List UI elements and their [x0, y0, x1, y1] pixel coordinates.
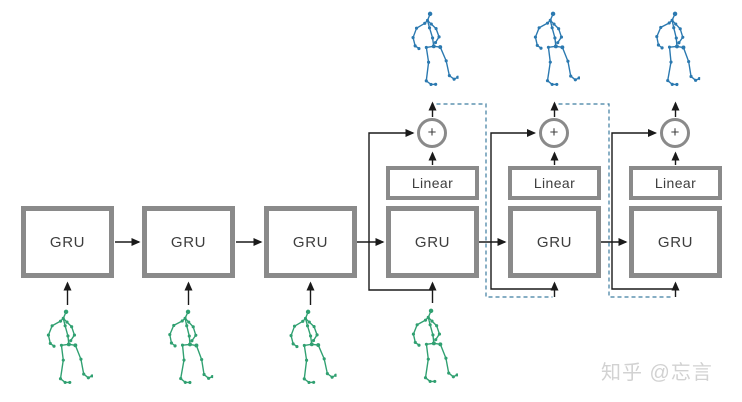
- feedback-connection-2: [558, 103, 674, 298]
- gru-label: GRU: [414, 233, 451, 251]
- encoder-gru-box-3: GRU: [264, 206, 357, 278]
- residual-connections: [368, 129, 676, 291]
- output-pose-figure-2: [528, 8, 580, 94]
- decoder-gru-box-1: GRU: [386, 206, 479, 278]
- linear-label: Linear: [411, 175, 454, 191]
- gru-label: GRU: [536, 233, 573, 251]
- linear-box-1: Linear: [386, 166, 479, 200]
- watermark: 知乎 @忘言: [601, 362, 713, 384]
- sum-node-1: +: [417, 118, 447, 148]
- linear-label: Linear: [533, 175, 576, 191]
- linear-box-3: Linear: [629, 166, 722, 200]
- gru-label: GRU: [170, 233, 207, 251]
- linear-to-sum-arrows: [428, 151, 680, 165]
- output-arrows: [428, 101, 680, 117]
- decoder-gru-box-2: GRU: [508, 206, 601, 278]
- sum-node-2: +: [539, 118, 569, 148]
- encoder-gru-box-2: GRU: [142, 206, 235, 278]
- input-pose-figure-1: [41, 306, 93, 392]
- feedback-connections: [436, 103, 674, 298]
- feedback-connection-1: [436, 103, 553, 298]
- input-pose-figure-4: [406, 305, 458, 391]
- residual-connection-3: [611, 129, 676, 290]
- linear-box-2: Linear: [508, 166, 601, 200]
- input-arrows: [63, 281, 680, 305]
- decoder-gru-box-3: GRU: [629, 206, 722, 278]
- plus-icon: +: [549, 124, 559, 141]
- plus-icon: +: [670, 124, 680, 141]
- sum-node-3: +: [660, 118, 690, 148]
- linear-label: Linear: [654, 175, 697, 191]
- input-pose-figure-3: [283, 305, 337, 392]
- gru-label: GRU: [292, 233, 329, 251]
- encoder-gru-box-1: GRU: [21, 206, 114, 278]
- residual-connection-2: [490, 129, 555, 290]
- output-pose-figure-1: [405, 7, 459, 94]
- input-pose-figure-2: [161, 305, 215, 392]
- gru-label: GRU: [49, 233, 86, 251]
- gru-label: GRU: [657, 233, 694, 251]
- output-pose-figure-3: [648, 7, 702, 94]
- plus-icon: +: [427, 124, 437, 141]
- residual-connection-1: [368, 129, 433, 291]
